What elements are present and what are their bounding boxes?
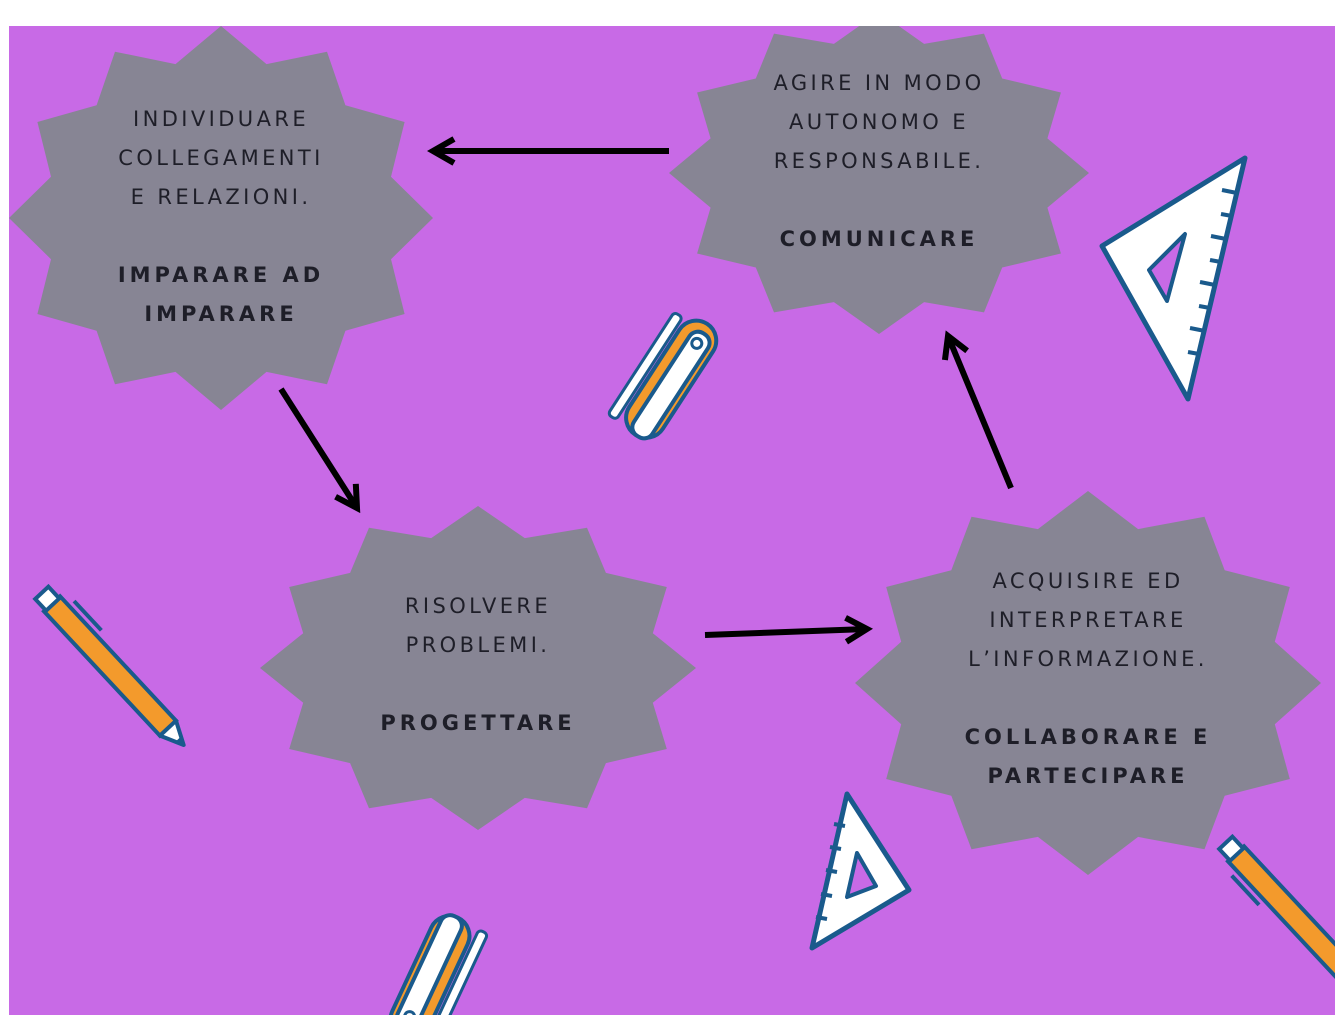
node-comunicare: AGIRE IN MODO AUTONOMO E RESPONSABILE. C… — [669, 26, 1089, 334]
stapler-icon — [607, 312, 719, 441]
star-badge-shape — [260, 506, 696, 830]
stapler-icon — [388, 913, 489, 1015]
diagram-canvas: INDIVIDUARE COLLEGAMENTI E RELAZIONI. IM… — [9, 26, 1335, 1015]
arrow-imparare-to-progettare — [278, 387, 361, 514]
node-imparare: INDIVIDUARE COLLEGAMENTI E RELAZIONI. IM… — [9, 26, 433, 410]
node-title: PROGETTARE — [380, 711, 576, 735]
pencil-icon — [1216, 833, 1335, 989]
star-badge-shape — [855, 491, 1321, 875]
node-collaborare: ACQUISIRE ED INTERPRETARE L’INFORMAZIONE… — [855, 491, 1321, 875]
pencil-icon — [32, 583, 186, 747]
node-description: AGIRE IN MODO AUTONOMO E RESPONSABILE. — [773, 71, 985, 173]
node-title: COMUNICARE — [779, 227, 979, 251]
set-square-icon — [1099, 155, 1248, 402]
star-badge-shape — [669, 26, 1089, 334]
node-title: COLLABORARE E PARTECIPARE — [964, 725, 1212, 788]
node-title: IMPARARE AD IMPARARE — [117, 263, 325, 326]
arrow-progettare-to-collaborare — [704, 615, 874, 645]
node-description: INDIVIDUARE COLLEGAMENTI E RELAZIONI. — [118, 107, 324, 209]
set-square-icon — [809, 791, 912, 951]
node-description: ACQUISIRE ED INTERPRETARE L’INFORMAZIONE… — [968, 569, 1208, 671]
decor-layer — [32, 136, 1335, 1015]
node-description: RISOLVERE PROBLEMI. — [404, 594, 552, 657]
node-progettare: RISOLVERE PROBLEMI. PROGETTARE — [260, 506, 696, 830]
arrow-collaborare-to-comunicare — [941, 330, 1014, 490]
star-badge-shape — [9, 26, 433, 410]
